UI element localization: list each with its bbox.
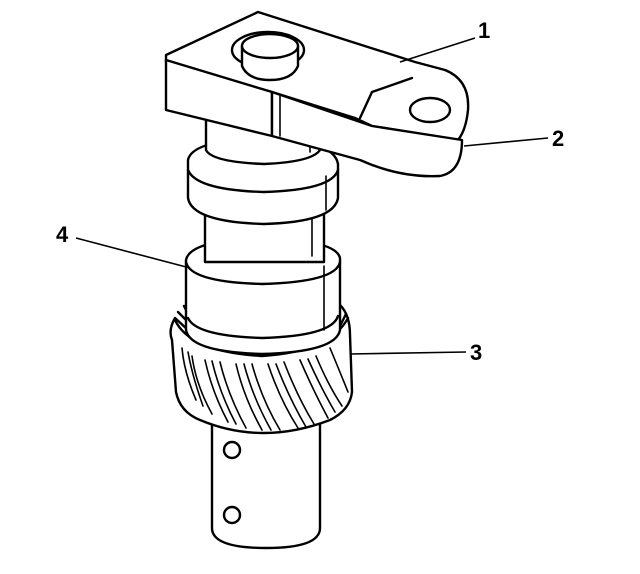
callout-4: 4: [56, 222, 69, 247]
callout-3: 3: [470, 340, 482, 365]
callout-2: 2: [552, 126, 564, 151]
lower-shaft: [210, 418, 322, 550]
mounting-bracket: [164, 10, 470, 178]
leader-line-1: [399, 37, 476, 63]
leader-lines: [75, 37, 549, 355]
leader-line-3: [349, 351, 467, 355]
leader-line-2: [463, 137, 549, 147]
leader-line-4: [75, 237, 191, 269]
callout-1: 1: [478, 18, 490, 43]
